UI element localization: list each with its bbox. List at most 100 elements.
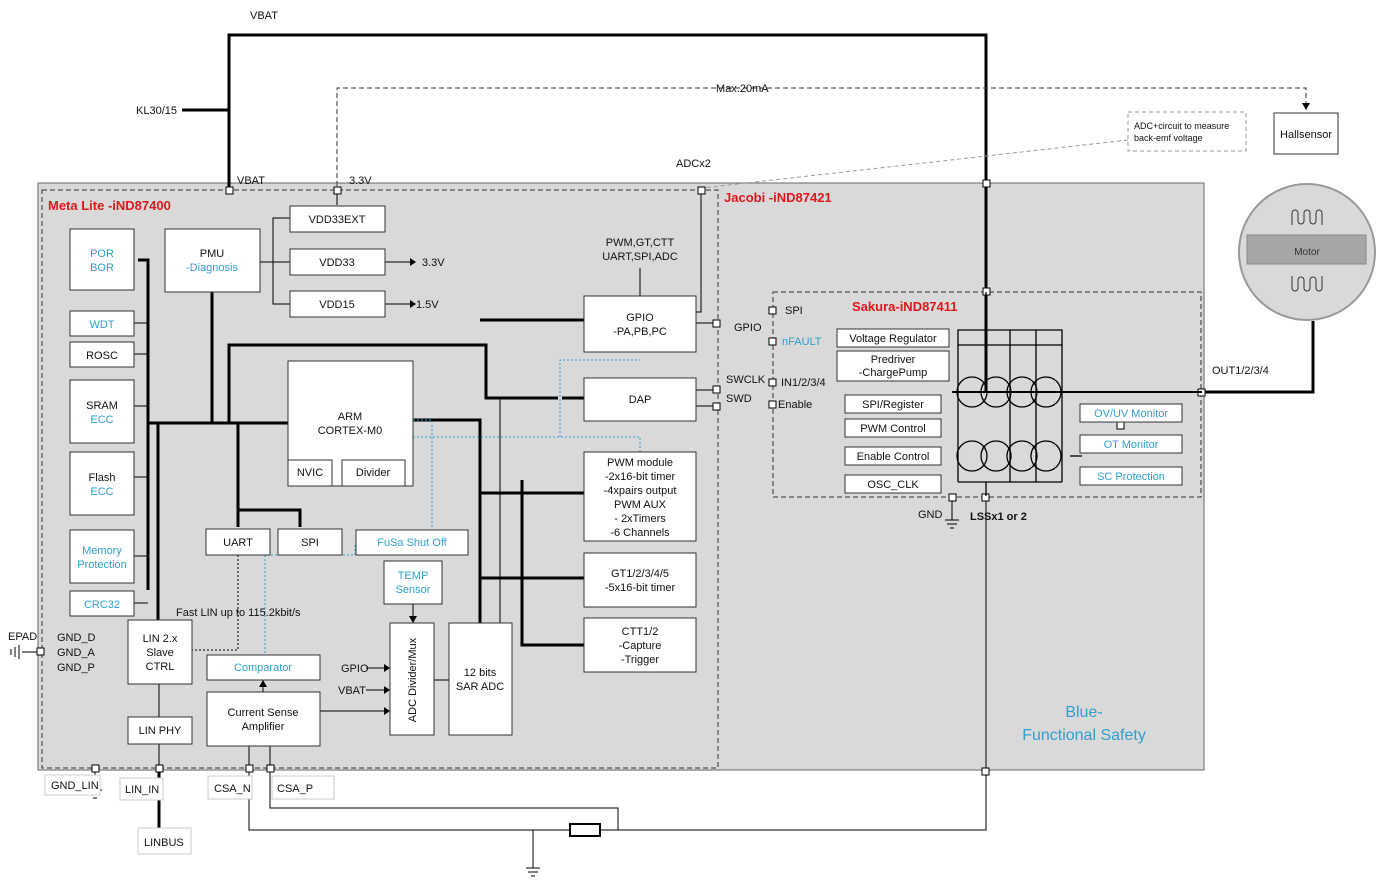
csa-n-tag xyxy=(207,775,253,800)
pwm-label-5: - 2xTimers xyxy=(614,513,666,525)
ground-symbols xyxy=(10,501,959,799)
csa-wiring xyxy=(157,496,987,877)
flash-ecc-label: ECC xyxy=(90,486,113,498)
pwm-label-3: -4xpairs output xyxy=(604,485,677,497)
osc-clk-box xyxy=(844,474,942,494)
fast-lin-label: Fast LIN up to 115.2kbit/s xyxy=(176,607,301,619)
vbat-pin-label: VBAT xyxy=(237,175,265,187)
kl30-label: KL30/15 xyxy=(136,105,177,117)
predriver-box xyxy=(836,350,950,382)
meta-lite-title: Meta Lite -iND87400 xyxy=(48,198,171,213)
gnd-p-label: GND_P xyxy=(57,662,95,674)
lin-ctrl-label-2: Slave xyxy=(146,647,174,659)
uart-box xyxy=(205,528,271,556)
lin-ctrl-label-1: LIN 2.x xyxy=(143,633,178,645)
sc-protection-label: SC Protection xyxy=(1097,471,1165,483)
gpio-block-label: GPIO xyxy=(626,312,654,324)
lin-in-tag xyxy=(119,777,164,801)
comparator-label: Comparator xyxy=(234,662,292,674)
pwm-label-4: PWM AUX xyxy=(614,499,667,511)
csa-label-2: Amplifier xyxy=(242,721,285,733)
jacobi-title: Jacobi -iND87421 xyxy=(724,190,832,205)
adc-divider-mux-box xyxy=(389,622,435,736)
csa-p-tag xyxy=(271,775,335,800)
spi-label: SPI xyxy=(301,537,319,549)
lin-phy-label: LIN PHY xyxy=(139,725,182,737)
pmu-box xyxy=(164,228,261,293)
adcx2-label: ADCx2 xyxy=(676,158,711,170)
pwm-module-box xyxy=(583,451,697,542)
pwm-control-label: PWM Control xyxy=(860,423,925,435)
wdt-label: WDT xyxy=(89,319,114,331)
hallsensor-label: Hallsensor xyxy=(1280,129,1332,141)
vdd33ext-box xyxy=(289,205,386,233)
vdd15-label: VDD15 xyxy=(319,299,354,311)
adc-note-leader xyxy=(701,139,1129,189)
rosc-box xyxy=(69,341,135,368)
dap-label: DAP xyxy=(629,394,652,406)
comparator-arrow xyxy=(259,680,267,687)
vdd33-box xyxy=(289,248,386,276)
lss-label: LSSx1 or 2 xyxy=(970,511,1027,523)
ctt-label-1: CTT1/2 xyxy=(622,626,659,638)
rosc-label: ROSC xyxy=(86,350,118,362)
memory-protection-label-2: Protection xyxy=(77,559,127,571)
memory-protection-label-1: Memory xyxy=(82,545,122,557)
sram-ecc-label: ECC xyxy=(90,414,113,426)
predriver-label: Predriver xyxy=(871,354,916,366)
gnd-lin-tag xyxy=(44,774,101,796)
gt-label-1: GT1/2/3/4/5 xyxy=(611,568,669,580)
vdd15-box xyxy=(289,290,386,318)
functional-safety-label-2: Functional Safety xyxy=(1022,727,1146,744)
enable-control-label: Enable Control xyxy=(857,451,930,463)
nvic-label: NVIC xyxy=(297,467,323,479)
adc-circuit-note xyxy=(1127,111,1247,152)
sensor-label: Sensor xyxy=(396,584,431,596)
chargepump-label: -ChargePump xyxy=(859,367,927,379)
vdd33-output-label: 3.3V xyxy=(422,257,445,269)
gnd-lin-label: GND_LIN xyxy=(51,780,99,792)
ctt-label-3: -Trigger xyxy=(621,654,659,666)
fusa-signal-paths xyxy=(264,359,641,655)
adc-gpio-input-label: GPIO xyxy=(341,663,369,675)
gnd-d-label: GND_D xyxy=(57,632,96,644)
half-bridge-mosfets xyxy=(952,292,1202,496)
current-sense-amplifier-box xyxy=(206,691,321,747)
ctt-label-2: -Capture xyxy=(619,640,662,652)
adc-note-line1: ADC+circuit to measure xyxy=(1134,121,1229,131)
lin-ctrl-box xyxy=(127,619,193,685)
pwm-label-2: -2x16-bit timer xyxy=(605,471,676,483)
fusa-shutoff-label: FuSa Shut Off xyxy=(377,537,447,549)
sakura-title: Sakura-iND87411 xyxy=(852,299,958,314)
csa-n-label: CSA_N xyxy=(214,783,251,795)
ot-monitor-box xyxy=(1079,434,1183,454)
crc32-box xyxy=(69,590,135,617)
csa-label-1: Current Sense xyxy=(228,707,299,719)
por-bor-box xyxy=(69,228,135,291)
motor: Motor xyxy=(1202,183,1376,394)
fusa-shutoff-box xyxy=(355,529,469,556)
vdd33ext-label: VDD33EXT xyxy=(309,214,366,226)
gnd-a-label: GND_A xyxy=(57,647,96,659)
divider-label: Divider xyxy=(356,467,391,479)
pwm-label-1: PWM module xyxy=(607,457,673,469)
sram-label: SRAM xyxy=(86,400,118,412)
sakura-in-label: IN1/2/3/4 xyxy=(781,377,826,389)
flash-label: Flash xyxy=(89,472,116,484)
sar-label-2: SAR ADC xyxy=(456,681,504,693)
swd-pin-label: SWD xyxy=(726,393,752,405)
uart-label: UART xyxy=(223,537,253,549)
ctt-box xyxy=(583,617,697,673)
epad-label: EPAD xyxy=(8,631,37,643)
dap-box xyxy=(583,377,697,422)
max-current-label: Max.20mA xyxy=(716,83,769,95)
out-pin-label: OUT1/2/3/4 xyxy=(1212,365,1269,377)
meta-lite-region xyxy=(41,189,719,769)
pmu-label: PMU xyxy=(200,248,225,260)
sar-label-1: 12 bits xyxy=(464,667,497,679)
adc-divider-mux-label: ADC Divider/Mux xyxy=(407,637,419,722)
uart-lin-link xyxy=(192,555,239,651)
sc-protection-box xyxy=(1079,466,1183,486)
arm-label: ARM xyxy=(338,411,362,423)
flash-box xyxy=(69,451,135,516)
